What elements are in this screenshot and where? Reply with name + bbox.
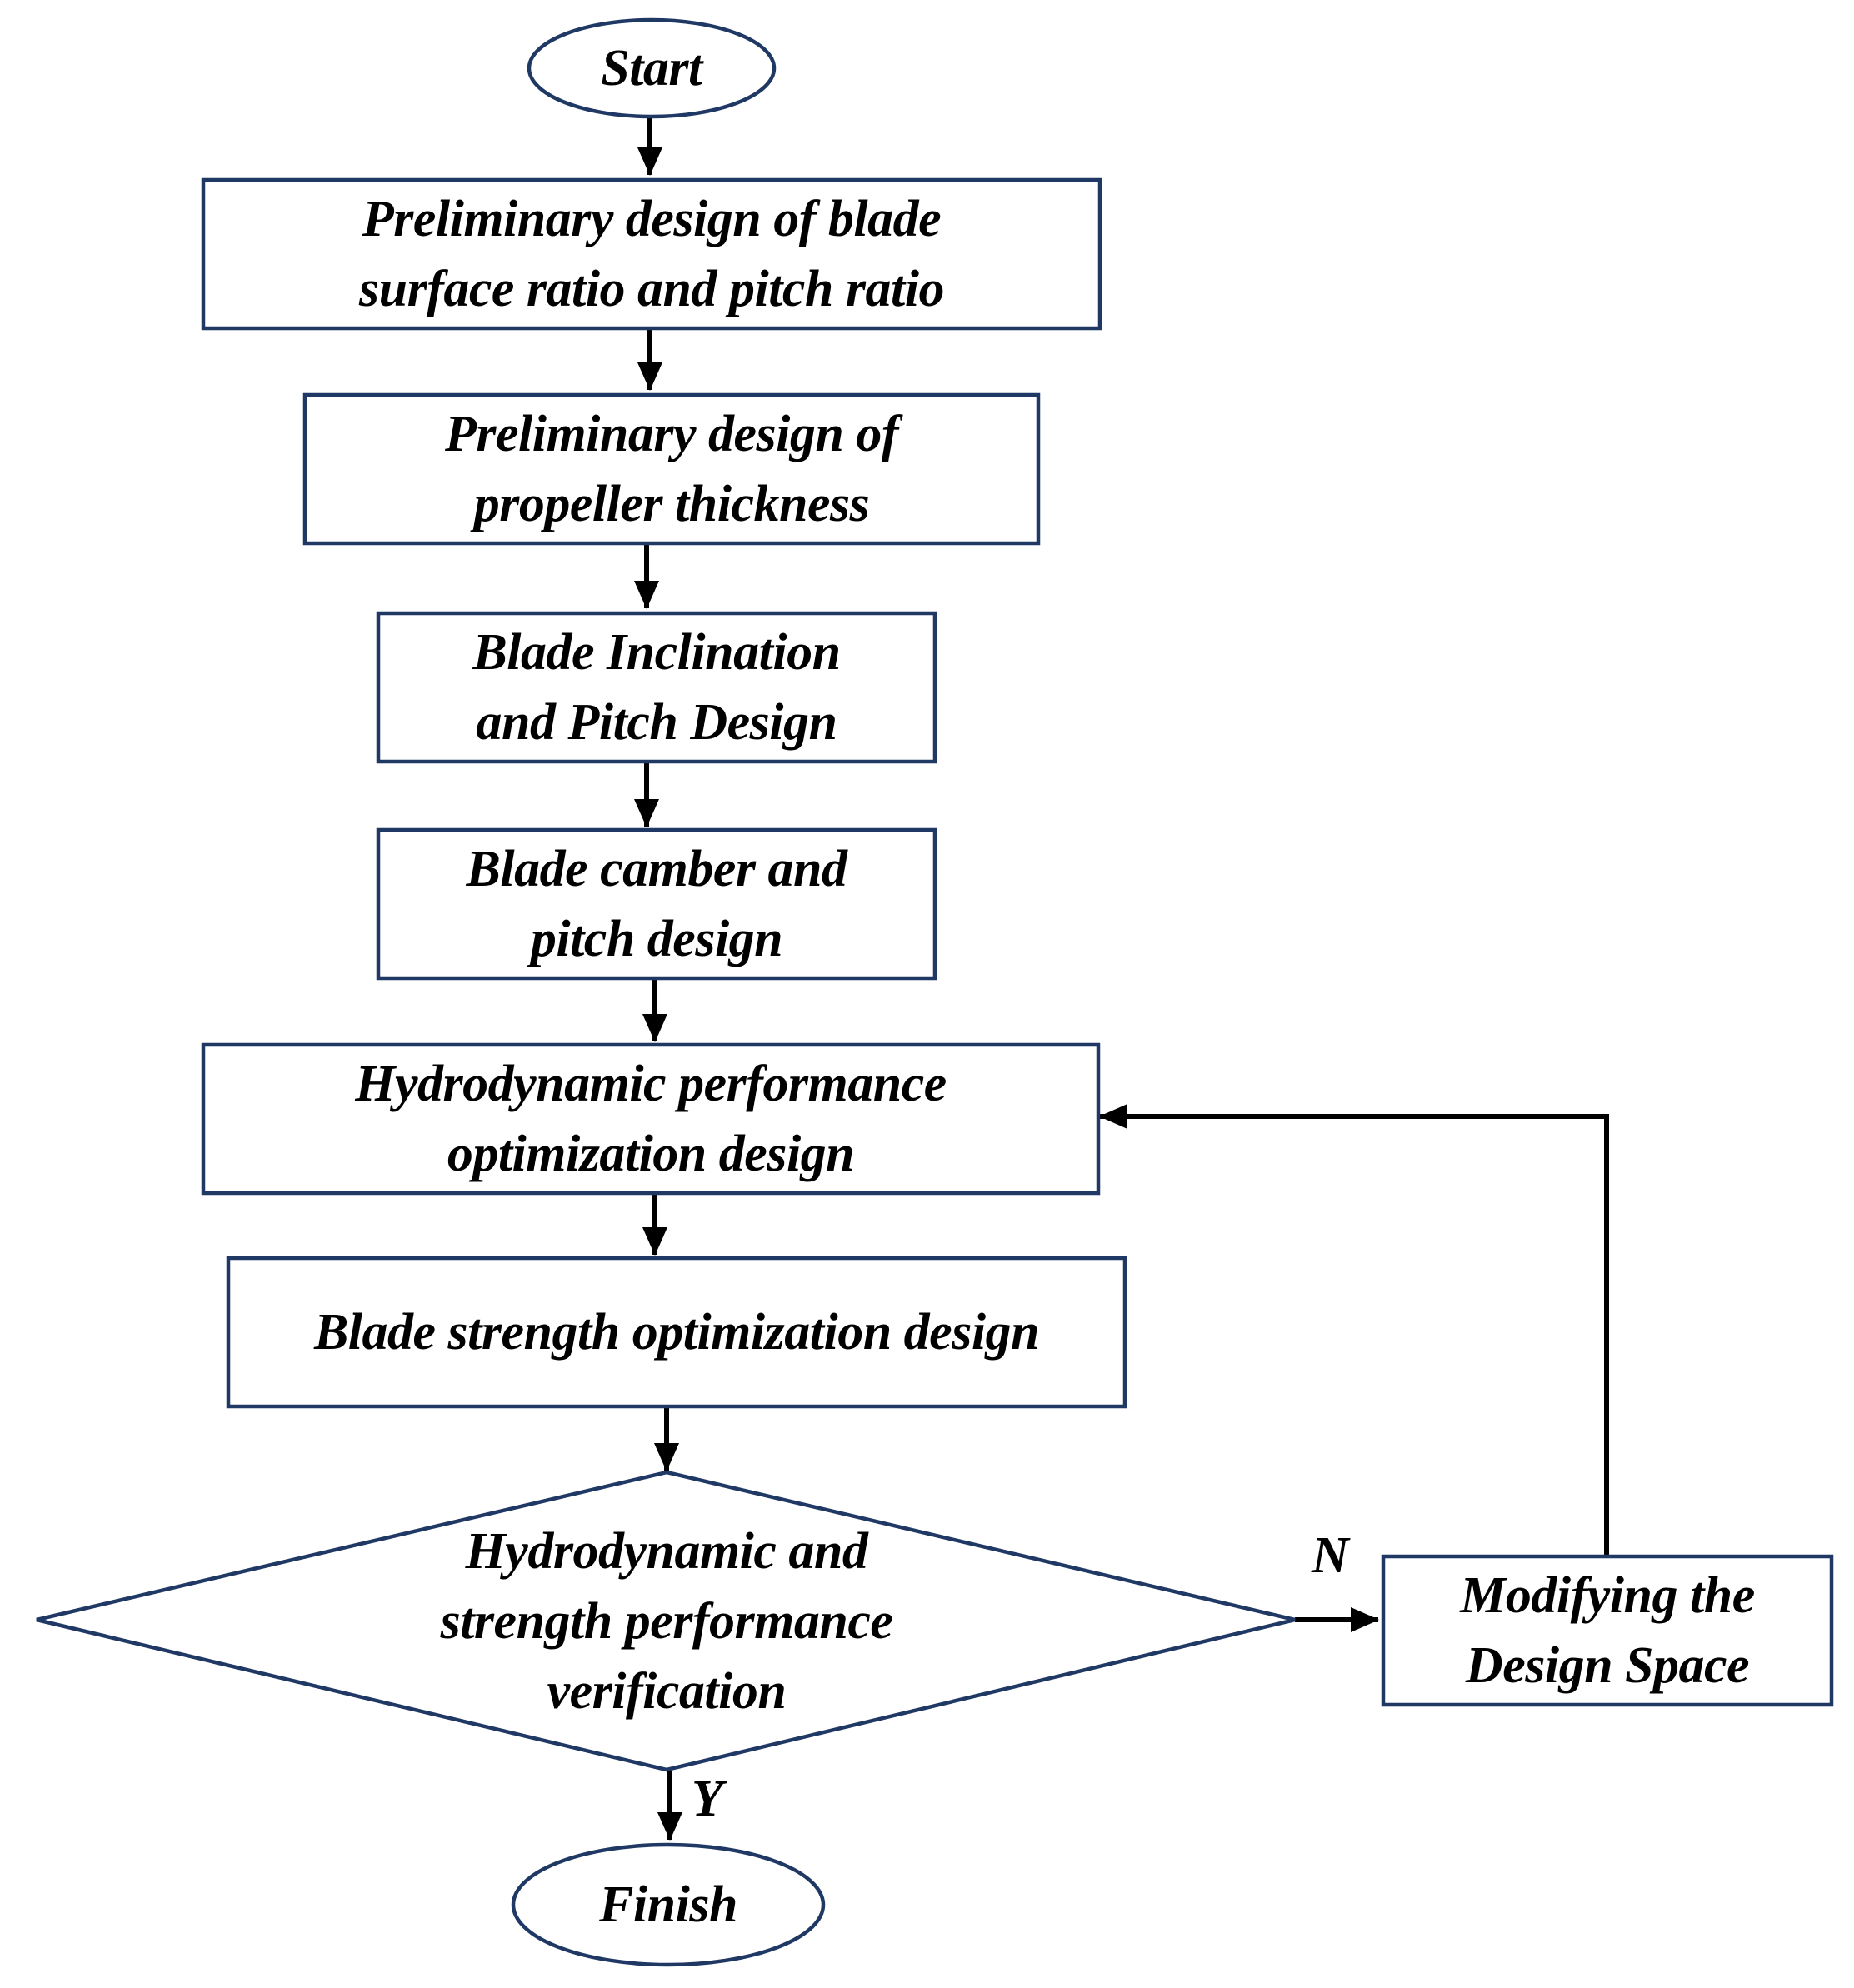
step1-label: Preliminary design of blade surface rati… — [203, 180, 1100, 328]
decision-diamond — [36, 1470, 1296, 1772]
finish-label-line: Finish — [599, 1876, 737, 1933]
decision-label: Hydrodynamic and strength performance ve… — [333, 1516, 1000, 1726]
arrow-modify-to-step5 — [1099, 1104, 1609, 1555]
step3-label-line-2: and Pitch Design — [476, 694, 837, 751]
step3-label-line-1: Blade Inclination — [472, 624, 841, 681]
step1-box — [201, 177, 1102, 331]
step4-box — [376, 827, 937, 981]
decision-label-line-3: verification — [547, 1663, 787, 1720]
step4-label-line-1: Blade camber and — [466, 841, 847, 897]
step5-label-line-1: Hydrodynamic performance — [355, 1056, 947, 1112]
branch-label-no: N — [1312, 1527, 1349, 1584]
modify-label-line-1: Modifying the — [1460, 1567, 1755, 1624]
step2-box — [302, 392, 1041, 546]
step3-label: Blade Inclination and Pitch Design — [378, 613, 935, 762]
modify-label: Modifying the Design Space — [1383, 1556, 1832, 1705]
step5-label: Hydrodynamic performance optimization de… — [203, 1045, 1098, 1193]
decision-label-line-2: strength performance — [440, 1593, 893, 1650]
branch-label-yes: Y — [692, 1771, 723, 1827]
modify-box — [1381, 1554, 1834, 1707]
step5-label-line-2: optimization design — [447, 1126, 855, 1182]
start-terminator-shape — [527, 17, 777, 119]
step6-label: Blade strength optimization design — [228, 1258, 1125, 1406]
modify-label-line-2: Design Space — [1465, 1637, 1750, 1694]
finish-terminator-shape — [511, 1842, 826, 1967]
step2-label-line-1: Preliminary design of — [444, 406, 899, 462]
step2-label: Preliminary design of propeller thicknes… — [305, 395, 1038, 543]
step6-box — [226, 1256, 1127, 1409]
decision-label-line-1: Hydrodynamic and — [465, 1523, 868, 1580]
step4-label-line-2: pitch design — [530, 911, 783, 967]
start-label-line: Start — [601, 40, 702, 97]
finish-label: Finish — [513, 1845, 823, 1965]
step1-label-line-2: surface ratio and pitch ratio — [358, 261, 945, 317]
start-label: Start — [529, 20, 774, 117]
step3-box — [376, 611, 937, 764]
step1-label-line-1: Preliminary design of blade — [362, 191, 942, 247]
step5-box — [201, 1042, 1101, 1196]
step4-label: Blade camber and pitch design — [378, 830, 935, 978]
step6-label-line-1: Blade strength optimization design — [313, 1304, 1040, 1361]
step2-label-line-2: propeller thickness — [473, 476, 870, 532]
